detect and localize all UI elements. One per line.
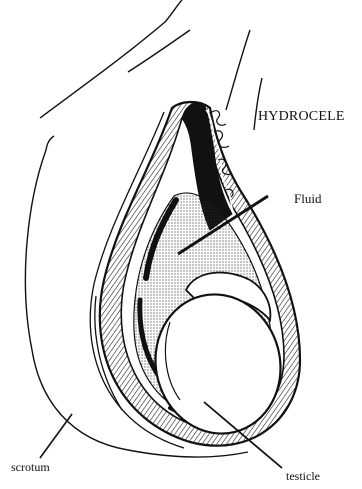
fluid-label: Fluid bbox=[294, 192, 321, 205]
scrotum-label: scrotum bbox=[11, 461, 50, 473]
diagram-title: HYDROCELE bbox=[258, 110, 345, 124]
scrotum-leader bbox=[40, 414, 72, 458]
testicle-label: testicle bbox=[286, 470, 320, 482]
